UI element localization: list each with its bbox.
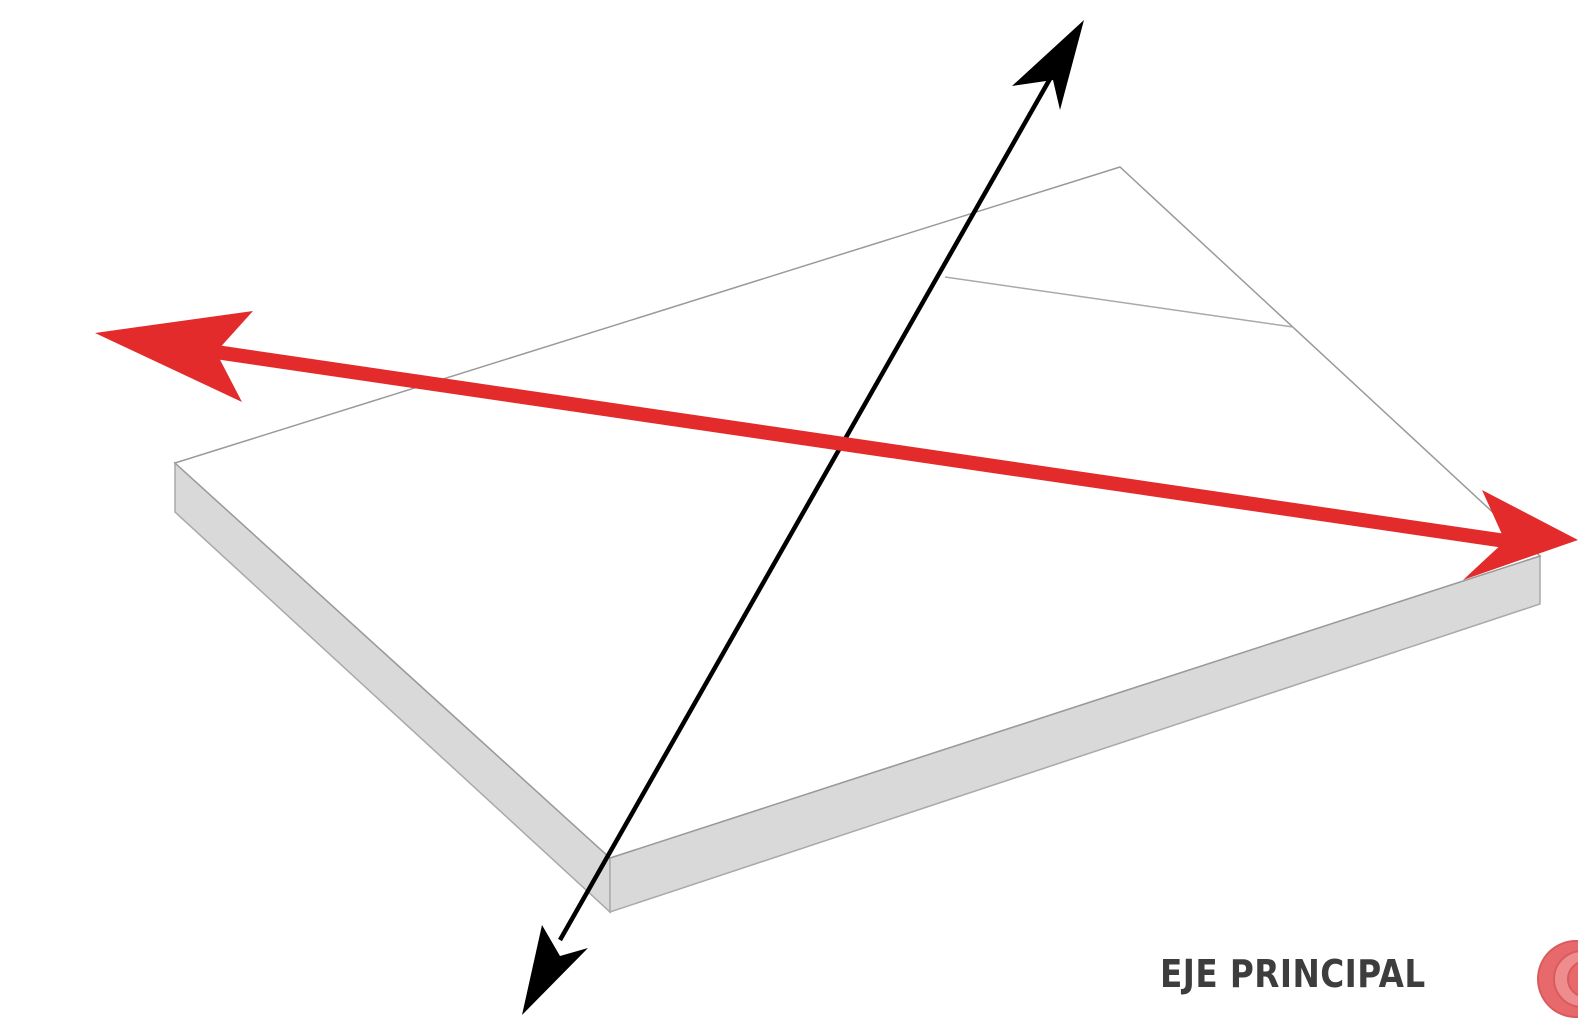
slab-inner-line <box>944 276 1294 328</box>
secondary-axis-head-bottom <box>522 925 588 1015</box>
secondary-axis-line <box>558 68 1057 942</box>
principal-axis-head-right <box>1463 490 1578 580</box>
principal-axis-head-left <box>95 311 253 402</box>
secondary-axis-arrow <box>522 20 1084 1015</box>
principal-axis-arrow <box>95 311 1578 580</box>
secondary-axis-head-top <box>1012 20 1084 110</box>
target-icon <box>1537 940 1578 1018</box>
slab-top-face <box>173 166 1542 859</box>
legend-label: EJE PRINCIPAL <box>1160 952 1426 996</box>
principal-axis-shaft <box>208 344 1520 550</box>
